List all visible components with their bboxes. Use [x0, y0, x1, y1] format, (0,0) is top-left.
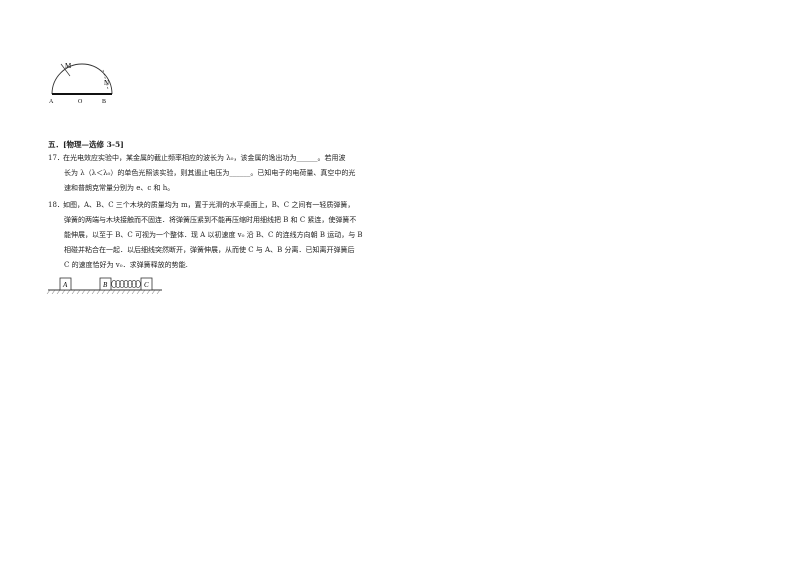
question-18: 18．如图，A、B、C 三个木块的质量均为 m，置于光滑的水平桌面上，B、C 之… — [48, 198, 363, 273]
question-line: C 的速度恰好为 v₀．求弹簧释放的势能. — [64, 261, 188, 269]
question-number: 18． — [48, 201, 64, 209]
label-a: A — [49, 99, 54, 105]
block-c-label: C — [144, 281, 149, 289]
block-b-label: B — [103, 281, 108, 289]
question-number: 17． — [48, 154, 64, 162]
semicircle-figure: M N A O B — [49, 62, 113, 105]
label-b: B — [102, 99, 106, 105]
label-o: O — [78, 99, 83, 105]
question-line: 速和普朗克常量分别为 e、c 和 h。 — [64, 184, 175, 192]
block-a-label: A — [62, 281, 68, 289]
section-title: 五．[物理—选修 3-5] — [48, 140, 124, 149]
question-line: 能伸展，以至于 B、C 可视为一个整体．现 A 以初速度 v₀ 沿 B、C 的连… — [64, 231, 363, 239]
question-line: 如图，A、B、C 三个木块的质量均为 m，置于光滑的水平桌面上，B、C 之间有一… — [63, 201, 355, 209]
label-n: N — [104, 79, 109, 87]
question-line: 相碰并粘合在一起．以后细线突然断开，弹簧伸展，从而使 C 与 A、B 分离．已知… — [64, 246, 355, 254]
blocks-spring-figure: A B C — [46, 277, 162, 295]
question-17: 17．在光电效应实验中，某金属的截止频率相应的波长为 λ₀，该金属的逸出功为__… — [48, 151, 355, 196]
question-line: 长为 λ（λ＜λ₀）的单色光照该实验，则其遏止电压为______。已知电子的电荷… — [64, 169, 356, 177]
question-line: 在光电效应实验中，某金属的截止频率相应的波长为 λ₀，该金属的逸出功为_____… — [63, 154, 346, 162]
label-m: M — [65, 62, 72, 70]
question-line: 弹簧的两端与木块接触而不固连．将弹簧压紧到不能再压缩时用细线把 B 和 C 紧连… — [64, 216, 357, 224]
